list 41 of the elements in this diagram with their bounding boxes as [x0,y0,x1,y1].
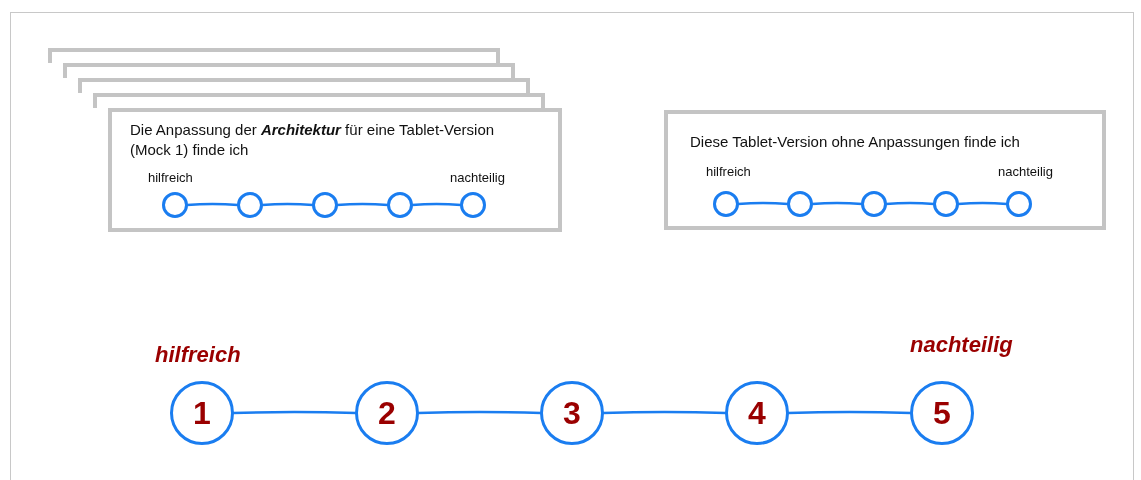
connector-line [232,410,357,415]
scale-circle [162,192,188,218]
scale-circle [713,191,739,217]
question-text: Die Anpassung der Architektur für eine Tablet-Version (Mock 1) finde ich [130,120,496,160]
scale-circle [460,192,486,218]
connector-line [602,410,727,415]
question-card [664,110,1106,230]
connector-line [186,202,239,207]
scale-circle: 5 [910,381,974,445]
scale-circle: 1 [170,381,234,445]
scale-circle [387,192,413,218]
scale-end-label: hilfreich [148,170,193,185]
scale-circle [312,192,338,218]
connector-line [336,202,389,207]
stacked-card [78,78,530,93]
connector-line [885,201,935,206]
connector-line [737,201,789,206]
scale-circle [933,191,959,217]
stacked-card [48,48,500,63]
stacked-card [93,93,545,108]
connector-line [787,410,912,415]
question-text: Diese Tablet-Version ohne Anpassungen finde ich [690,132,1021,152]
connector-line [957,201,1008,206]
scale-end-label: nachteilig [450,170,505,185]
scale-circle [237,192,263,218]
scale-circle: 2 [355,381,419,445]
scale-circle [1006,191,1032,217]
scale-circle [861,191,887,217]
question-card [108,108,562,232]
connector-line [411,202,462,207]
stacked-card [63,63,515,78]
connector-line [417,410,542,415]
scale-circle: 4 [725,381,789,445]
connector-line [261,202,314,207]
scale-end-label: hilfreich [155,342,241,368]
scale-end-label: nachteilig [910,332,1013,358]
scale-circle [787,191,813,217]
scale-end-label: nachteilig [998,164,1053,179]
scale-circle: 3 [540,381,604,445]
scale-end-label: hilfreich [706,164,751,179]
connector-line [811,201,863,206]
